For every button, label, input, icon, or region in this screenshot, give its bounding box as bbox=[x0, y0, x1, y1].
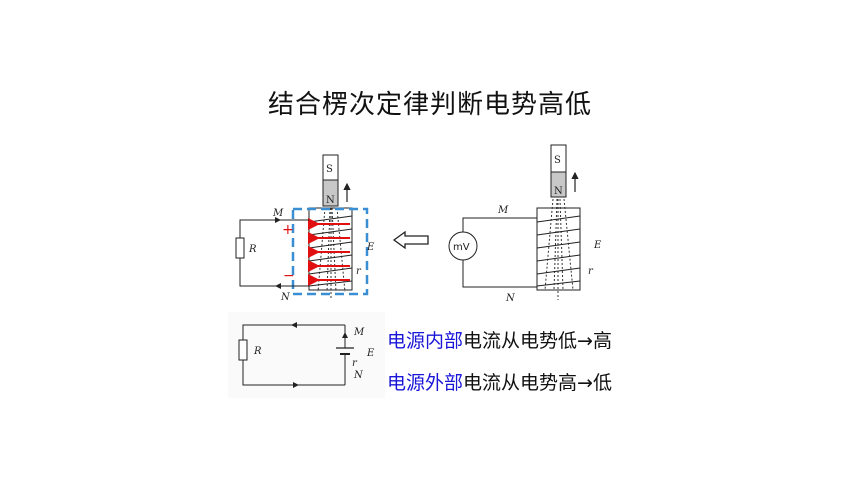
simple-label-r-small: r bbox=[352, 358, 358, 369]
rule-external-end: 低 bbox=[592, 372, 612, 394]
rule-internal-arrow: → bbox=[577, 330, 593, 352]
magnet-n-label: N bbox=[326, 195, 335, 206]
rule-internal-text: 电流从电势低 bbox=[463, 330, 578, 352]
label-e-right: E bbox=[593, 240, 602, 251]
simple-resistor bbox=[238, 339, 248, 361]
plus-sign: + bbox=[282, 222, 294, 238]
label-n-left: N bbox=[280, 292, 291, 303]
right-magnet-s-label: S bbox=[554, 155, 561, 166]
label-e-left: E bbox=[366, 242, 375, 253]
rule-external-part: 电源外部 bbox=[387, 372, 464, 394]
label-m-right: M bbox=[497, 205, 509, 216]
resistor-r bbox=[235, 237, 245, 259]
rule-external-arrow: → bbox=[577, 372, 593, 394]
millivoltmeter bbox=[448, 231, 478, 261]
right-magnet-n-label: N bbox=[554, 186, 563, 197]
simple-label-m: M bbox=[353, 327, 365, 338]
meter-label: mV bbox=[453, 242, 470, 253]
simple-label-r: R bbox=[253, 346, 262, 357]
label-n-right: N bbox=[505, 293, 516, 304]
induced-current-arrows bbox=[308, 218, 350, 286]
simple-label-n: N bbox=[353, 370, 364, 381]
magnet-n-block bbox=[322, 179, 339, 207]
simple-circuit: M N E r R bbox=[228, 312, 385, 398]
label-small-r-right: r bbox=[588, 266, 594, 277]
page-title: 结合楞次定律判断电势高低 bbox=[267, 90, 592, 120]
label-r-left: R bbox=[248, 244, 257, 255]
minus-sign: − bbox=[283, 268, 295, 284]
left-diagram: S N M N bbox=[235, 154, 375, 303]
source-highlight-box bbox=[291, 207, 369, 296]
magnet-s-label: S bbox=[326, 164, 333, 175]
rule-internal-end: 高 bbox=[592, 330, 612, 352]
hollow-left-arrow bbox=[392, 230, 429, 250]
label-small-r-left: r bbox=[356, 266, 362, 277]
rule-external-text: 电流从电势高 bbox=[463, 372, 578, 394]
rule-external: 电源外部电流从电势高→低 bbox=[387, 368, 612, 395]
right-coil-core bbox=[536, 207, 581, 291]
rule-internal: 电源内部电流从电势低→高 bbox=[387, 326, 612, 353]
label-m-left: M bbox=[272, 208, 284, 219]
right-diagram: S N mV M N E r bbox=[448, 144, 602, 304]
rule-internal-part: 电源内部 bbox=[387, 330, 464, 352]
simple-label-e: E bbox=[366, 348, 375, 359]
